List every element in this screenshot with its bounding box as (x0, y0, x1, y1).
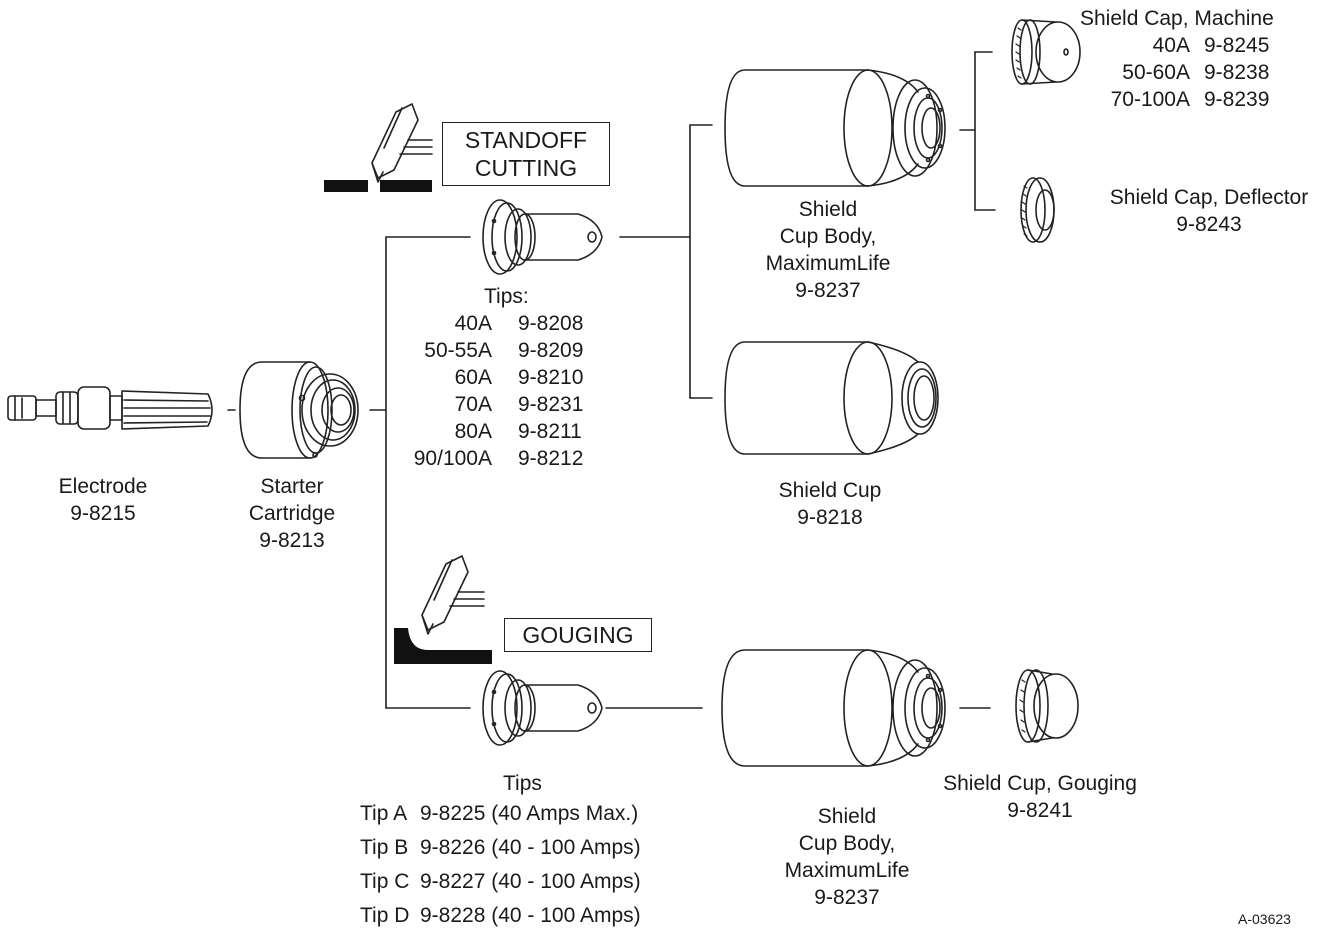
shield-cap-machine-part (1011, 19, 1081, 85)
shield-cup-body-top-part (724, 69, 946, 187)
shield-cap-deflector-part (1020, 177, 1055, 243)
shield-cup-gouging-label: Shield Cup, Gouging 9-8241 (943, 772, 1137, 822)
shield-cap-deflector-label: Shield Cap, Deflector 9-8243 (1109, 186, 1309, 236)
standoff-line2: CUTTING (474, 155, 578, 181)
standoff-cutting-icon (324, 103, 433, 192)
shield-cup-body-bottom-part (721, 649, 946, 767)
electrode-part (7, 386, 213, 430)
shield-cap-machine-title: Shield Cap, Machine (1080, 7, 1274, 30)
gouging-box: GOUGING (504, 618, 652, 652)
shield-cup-gouging-part (1015, 669, 1079, 743)
gouging-label: GOUGING (522, 622, 634, 648)
shield-cup-body-top-label: Shield Cup Body, MaximumLife 9-8237 (765, 198, 891, 302)
gouging-tip-part (482, 670, 603, 746)
connector-lines (227, 51, 996, 709)
figure-id: A-03623 (1238, 911, 1291, 927)
shield-cup-part (724, 341, 939, 455)
shield-cup-label: Shield Cup 9-8218 (778, 479, 882, 529)
standoff-tips-title: Tips: (484, 285, 529, 308)
standoff-cutting-box: STANDOFF CUTTING (442, 122, 610, 186)
starter-cartridge-part (239, 361, 359, 459)
electrode-label: Electrode 9-8215 (58, 475, 148, 525)
shield-cup-body-bottom-label: Shield Cup Body, MaximumLife 9-8237 (784, 805, 910, 909)
standoff-line1: STANDOFF (464, 127, 588, 153)
gouging-icon (394, 555, 492, 664)
gouging-tips-title: Tips (503, 772, 542, 795)
starter-cartridge-label: Starter Cartridge 9-8213 (248, 475, 336, 552)
standoff-tip-part (482, 199, 603, 275)
